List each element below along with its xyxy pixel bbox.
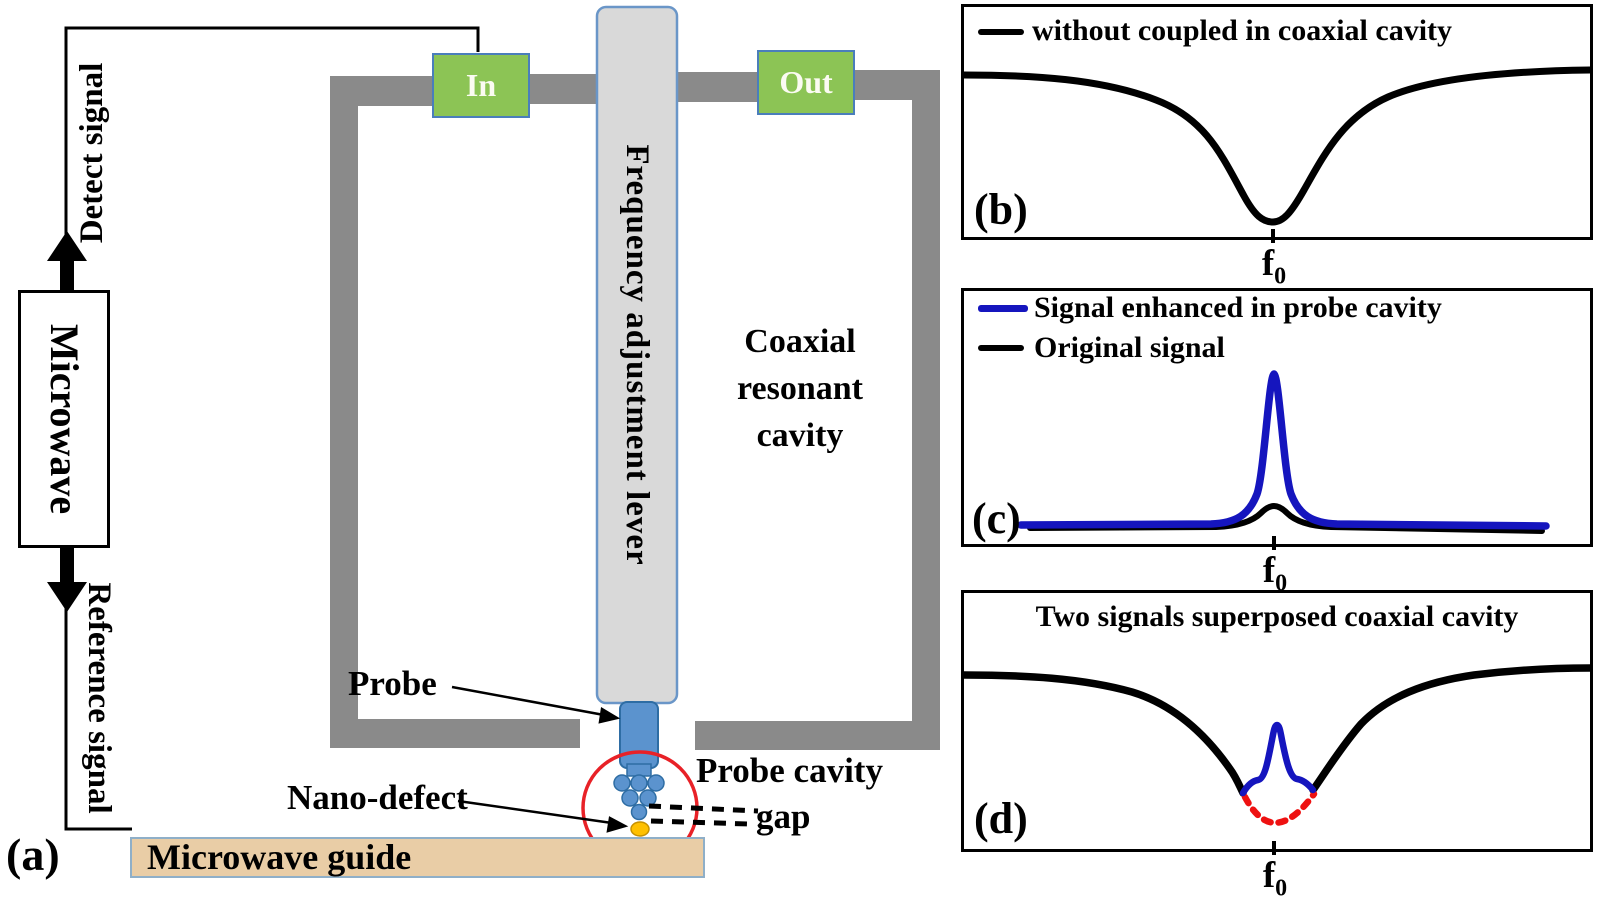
microwave-guide-box: Microwave guide [130,837,705,878]
probe-arrow-line [451,685,605,717]
probe-body [619,701,659,769]
out-port: Out [757,50,855,115]
panel-c-legend-line-black [978,345,1024,351]
panel-b-legend-line [978,29,1024,35]
panel-c-label: (c) [972,494,1021,543]
in-port: In [432,53,530,118]
panel-a-label: (a) [6,829,60,880]
panel-d: Two signals superposed coaxial cavity (d… [961,590,1593,852]
panel-c-plot [1017,370,1550,534]
nano-defect-label: Nano-defect [287,778,468,817]
cavity-wall-bottom-right [695,721,940,750]
reference-signal-wire [64,546,132,831]
detect-signal-wire [64,26,480,292]
panel-b-f0-label: f0 [1261,243,1287,290]
panel-d-f0-tick [1272,841,1276,855]
probe-arrow-head [598,706,621,724]
coaxial-cavity-label: Coaxial resonant cavity [737,323,863,454]
panel-d-plot [964,664,1590,826]
microwave-source-label: Microwave [42,323,87,515]
panel-d-superposed-peak [1239,721,1317,797]
panel-d-f0-label: f0 [1262,855,1288,899]
panel-c: Signal enhanced in probe cavity Original… [961,288,1593,547]
microwave-source-box [18,290,110,548]
coaxial-cavity-walls [330,70,940,750]
microwave-guide-label: Microwave guide [147,837,412,877]
detect-signal-up-arrow [47,231,87,292]
reference-signal-label: Reference signal [81,582,117,814]
in-port-label: In [465,67,497,103]
cavity-wall-top-mid-right [677,72,757,102]
probe-label: Probe [348,664,437,703]
probe-assembly [581,701,699,866]
nano-defect-arrow-line [457,799,613,825]
panel-c-enhanced-curve [1017,370,1550,530]
panel-b-label: (b) [974,185,1028,234]
panel-d-title: Two signals superposed coaxial cavity [1035,600,1519,633]
annotation-arrows [451,685,629,833]
out-port-label: Out [779,64,833,100]
panel-c-f0-label: f0 [1262,550,1288,597]
detect-signal-label: Detect signal [74,62,110,244]
nano-defect-dot [630,821,650,837]
panel-d-label: (d) [974,794,1028,843]
panel-b-plot [964,66,1590,226]
reference-signal-down-arrow [47,546,87,612]
panel-c-legend-line-blue [978,305,1028,312]
gap-label: gap [756,797,811,836]
probe-tip-spheres [613,774,665,821]
frequency-lever-label: Frequency adjustment lever [619,144,655,566]
nano-defect-arrow-head [606,816,629,833]
panel-d-dotted-dip-bottom [1241,790,1318,826]
cavity-wall-top-mid-left [530,74,597,104]
panel-b-f0-tick [1271,229,1275,243]
cavity-wall-right [912,70,940,750]
panel-c-f0-tick [1272,536,1276,550]
panel-c-original-curve [1027,503,1545,534]
panel-c-legend-original: Original signal [1034,331,1225,364]
cavity-wall-bottom-left [330,719,580,748]
gap-dashed-lines [648,803,759,827]
panel-b-legend: without coupled in coaxial cavity [1032,14,1453,47]
panel-b: without coupled in coaxial cavity (b) [961,4,1593,240]
probe-cavity-label: Probe cavity [696,751,883,790]
panel-b-dip-curve [964,66,1590,226]
panel-d-dip-curve [964,664,1590,797]
panel-c-legend-enhanced: Signal enhanced in probe cavity [1034,291,1442,324]
setup-schematic [47,5,940,866]
probe-neck [626,763,652,777]
cavity-wall-left [330,76,358,748]
